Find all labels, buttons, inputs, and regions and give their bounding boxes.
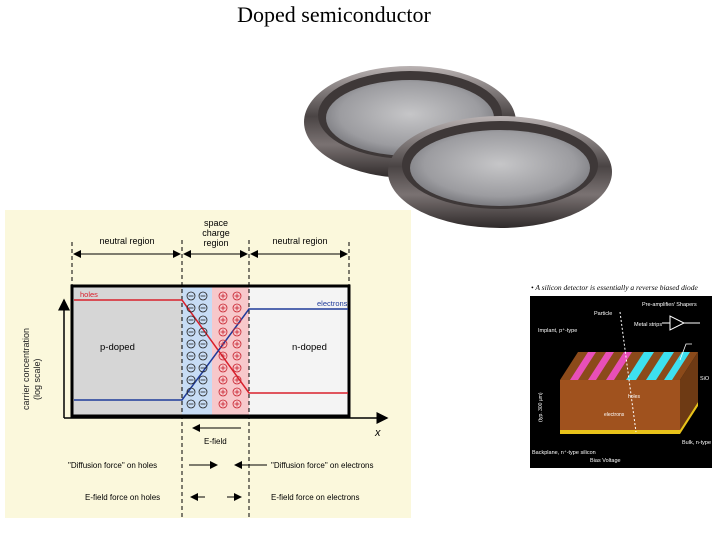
negative-ion-24 <box>186 363 196 373</box>
positive-ion-3 <box>232 291 242 301</box>
diffusion-force-electrons-label: "Diffusion force" on electrons <box>271 461 373 470</box>
negative-ion-29 <box>198 375 208 385</box>
positive-ion-11 <box>232 315 242 325</box>
negative-ion-4 <box>186 303 196 313</box>
pn-junction-diagram: x carrier concentration (log scale) neut… <box>5 210 411 518</box>
implant-strip-1 <box>570 352 596 380</box>
negative-ion-16 <box>186 339 196 349</box>
positive-ion-23 <box>232 351 242 361</box>
metal-strip-3 <box>664 352 690 380</box>
positive-ion-19 <box>232 339 242 349</box>
detector-side-face <box>680 352 698 430</box>
negative-ion-20 <box>186 351 196 361</box>
particle-track <box>619 311 637 433</box>
implant-strip-3 <box>606 352 632 380</box>
negative-ion-symbols <box>186 291 208 409</box>
negative-ion-36 <box>186 399 196 409</box>
efield-force-electrons-label: E-field force on electrons <box>271 493 360 502</box>
metal-strips-label: Metal strips <box>634 322 662 328</box>
n-region-box <box>249 286 349 416</box>
positive-ion-34 <box>218 387 228 397</box>
detector-caption: • A silicon detector is essentially a re… <box>531 283 698 292</box>
sio-label: SiO <box>700 376 710 382</box>
positive-ion-35 <box>232 387 242 397</box>
negative-ion-9 <box>198 315 208 325</box>
slide-title: Doped semiconductor <box>237 2 431 27</box>
backplane-label: Backplane, n⁺-type silicon <box>532 449 596 456</box>
negative-ion-5 <box>198 303 208 313</box>
positive-ion-15 <box>232 327 242 337</box>
positive-ion-27 <box>232 363 242 373</box>
region-label-mid-1: space <box>204 218 228 228</box>
detector-front-face <box>560 380 680 430</box>
bias-label: Bias Voltage <box>590 458 621 464</box>
diffusion-force-holes-label: "Diffusion force" on holes <box>68 461 157 470</box>
electrons-label-det: electrons <box>604 412 625 418</box>
positive-ion-38 <box>218 399 228 409</box>
p-doped-label: p-doped <box>100 342 135 353</box>
holes-label: holes <box>80 290 98 299</box>
negative-ion-13 <box>198 327 208 337</box>
electrons-label: electrons <box>317 299 348 308</box>
x-axis-label: x <box>374 427 381 439</box>
silicon-detector-schematic: Pre-amplifier/ Shapers Particle Metal st… <box>530 296 712 468</box>
positive-ion-symbols <box>218 291 242 409</box>
wafer-disk-front <box>388 116 612 228</box>
positive-ion-6 <box>218 303 228 313</box>
positive-ion-14 <box>218 327 228 337</box>
efield-force-holes-label: E-field force on holes <box>85 493 160 502</box>
detector-backplane <box>560 402 698 434</box>
p-region-box <box>72 286 182 416</box>
positive-ion-39 <box>232 399 242 409</box>
negative-ion-37 <box>198 399 208 409</box>
negative-ion-8 <box>186 315 196 325</box>
negative-ion-17 <box>198 339 208 349</box>
implant-label: Implant, p⁺-type <box>538 327 577 334</box>
positive-ion-22 <box>218 351 228 361</box>
positive-ion-2 <box>218 291 228 301</box>
silicon-wafer-disks-image <box>304 66 612 228</box>
plot-frame <box>70 284 351 418</box>
negative-ion-28 <box>186 375 196 385</box>
positive-ion-31 <box>232 375 242 385</box>
efield-label: E-field <box>204 437 227 446</box>
negative-ion-25 <box>198 363 208 373</box>
metal-strip-2 <box>646 352 674 380</box>
negative-ion-33 <box>198 387 208 397</box>
holes-curve <box>74 299 348 394</box>
negative-ion-0 <box>186 291 196 301</box>
region-label-right: neutral region <box>272 236 327 246</box>
positive-ion-18 <box>218 339 228 349</box>
region-label-mid-3: region <box>203 238 228 248</box>
bulk-label: Bulk, n-type <box>682 440 711 446</box>
positive-ion-26 <box>218 363 228 373</box>
negative-ion-21 <box>198 351 208 361</box>
y-axis-sublabel: (log scale) <box>32 358 42 400</box>
metal-strip-1 <box>626 352 654 380</box>
holes-label-det: holes <box>628 394 640 400</box>
negative-ion-12 <box>186 327 196 337</box>
positive-ion-30 <box>218 375 228 385</box>
electrons-curve <box>74 308 348 401</box>
thickness-label: (typ. 300 µm) <box>538 392 544 422</box>
negative-ion-32 <box>186 387 196 397</box>
region-label-left: neutral region <box>99 236 154 246</box>
negative-ion-1 <box>198 291 208 301</box>
y-axis-label: carrier concentration <box>21 328 31 410</box>
region-label-mid-2: charge <box>202 228 230 238</box>
positive-ion-7 <box>232 303 242 313</box>
n-doped-label: n-doped <box>292 342 327 353</box>
implant-strip-2 <box>588 352 614 380</box>
particle-label: Particle <box>594 311 612 317</box>
positive-ion-10 <box>218 315 228 325</box>
preamp-label: Pre-amplifier/ Shapers <box>642 302 697 308</box>
